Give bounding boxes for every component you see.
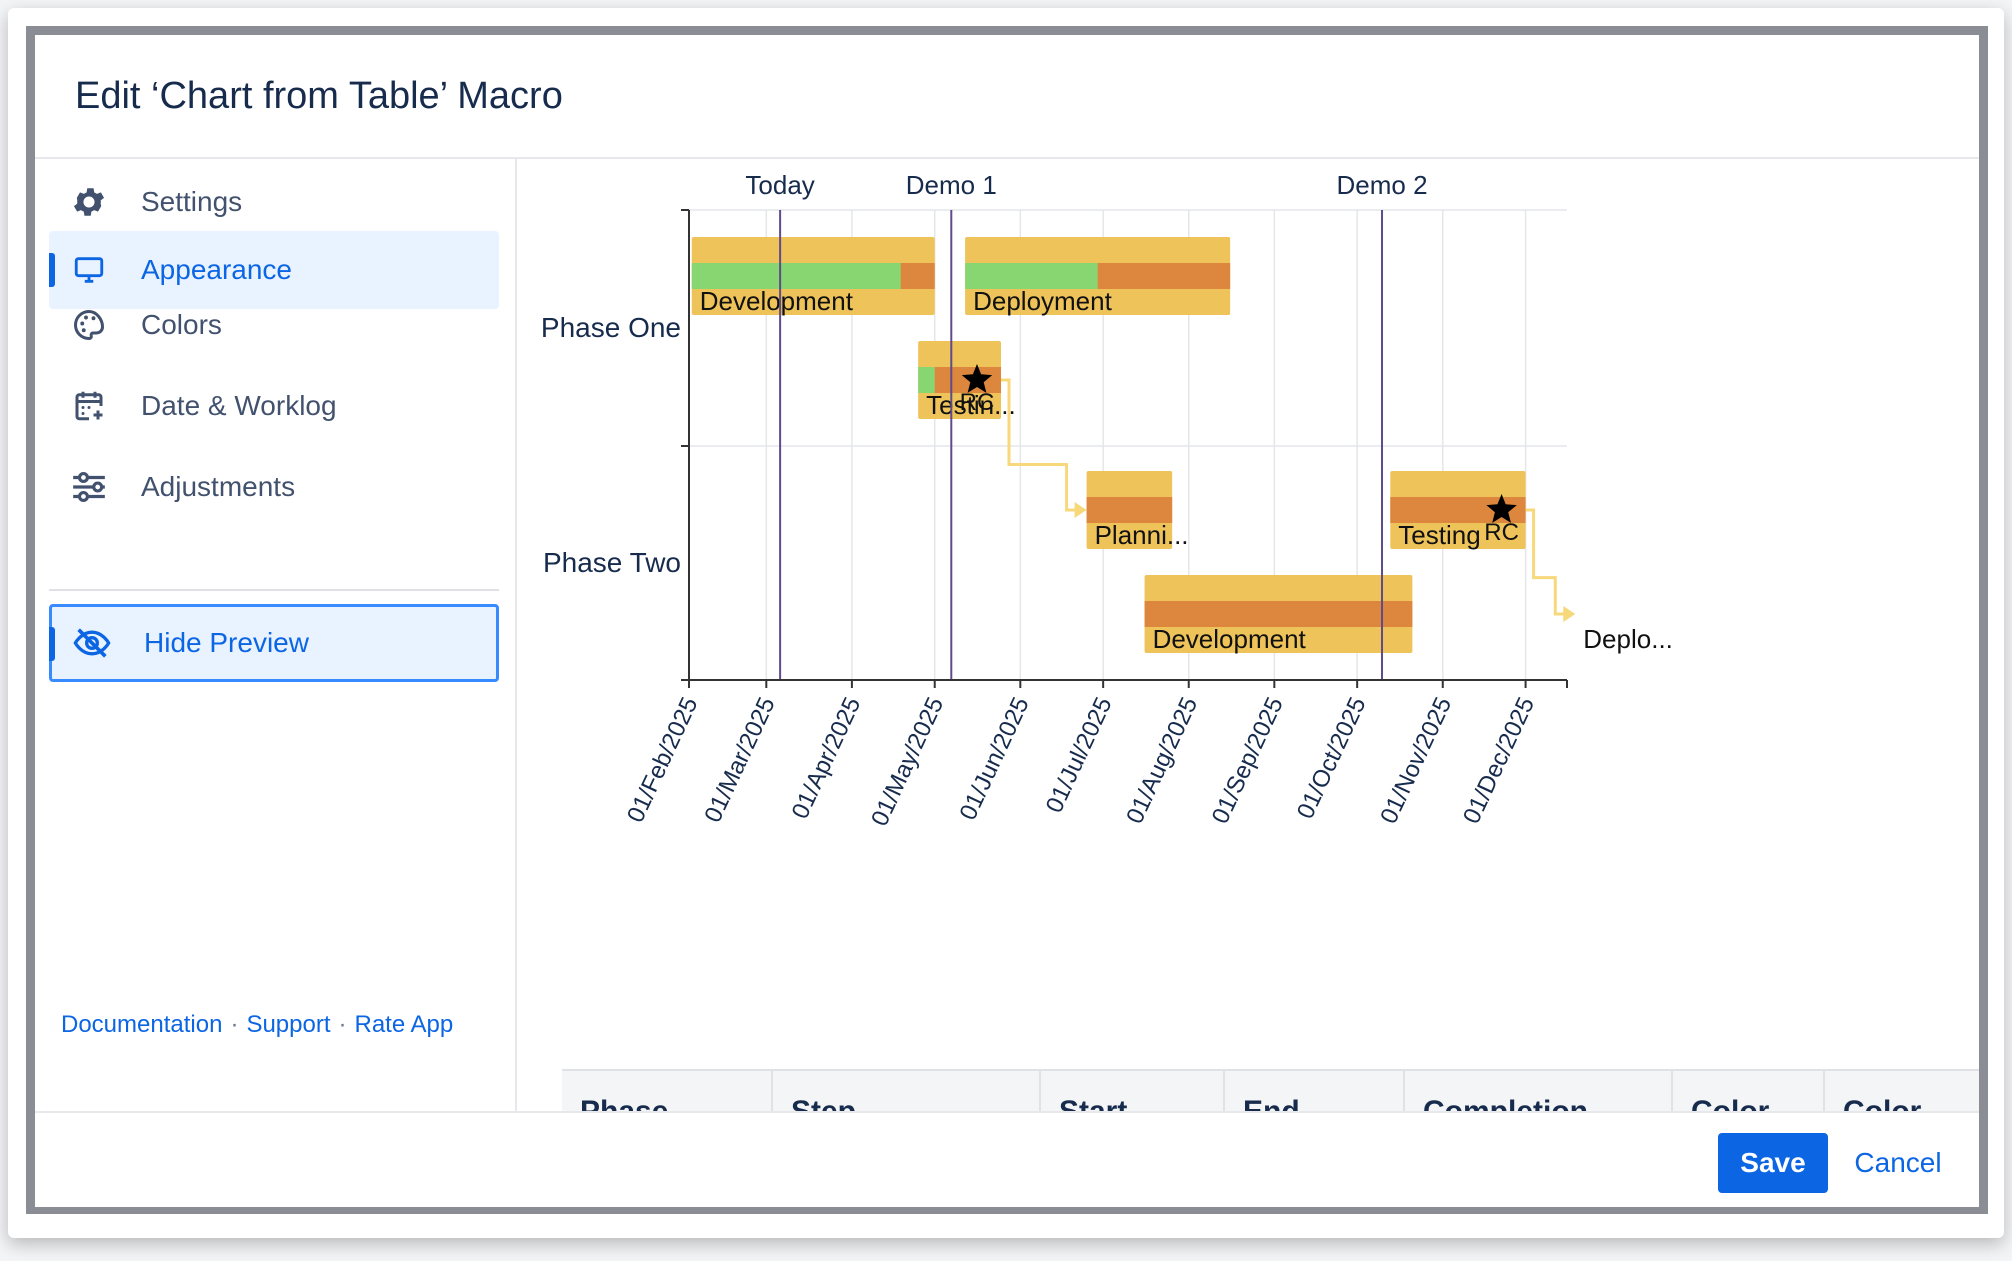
x-tick-label: 01/Jun/2025	[954, 693, 1034, 824]
dialog-title: Edit ‘Chart from Table’ Macro	[75, 75, 563, 117]
help-links: Documentation · Support · Rate App	[61, 1011, 453, 1039]
link-separator: ·	[230, 1011, 239, 1038]
gantt-bar: Testin...RC	[918, 341, 1016, 420]
sidebar-item-adjustments[interactable]: Adjustments	[49, 448, 499, 526]
milestone-star-icon	[961, 364, 993, 393]
x-tick-label: 01/Oct/2025	[1292, 693, 1372, 823]
column-header: Completion	[1404, 1070, 1673, 1111]
gantt-bar: Deployment	[965, 237, 1231, 316]
bar-label: Development	[1153, 624, 1307, 654]
progress-done	[965, 263, 1098, 289]
cancel-button[interactable]: Cancel	[1843, 1133, 1953, 1193]
gantt-bar: Deplo...	[1583, 624, 1673, 654]
bar-label: Planni...	[1095, 520, 1189, 550]
dependency-arrowhead	[1074, 502, 1087, 518]
bar-label: Deplo...	[1583, 624, 1673, 654]
macro-dialog: Edit ‘Chart from Table’ Macro Settings A…	[35, 35, 1979, 1207]
sidebar-item-date-worklog[interactable]: Date & Worklog	[49, 367, 499, 445]
settings-sidebar: Settings Appearance Colors	[35, 159, 517, 1111]
sidebar-item-label: Date & Worklog	[141, 390, 337, 421]
progress-remaining	[1097, 263, 1231, 289]
marker-label: RC	[960, 389, 995, 416]
x-tick-label: 01/Sep/2025	[1207, 693, 1289, 828]
x-tick-label: 01/May/2025	[866, 693, 949, 830]
dialog-footer: Save Cancel	[35, 1111, 1979, 1207]
support-link[interactable]: Support	[246, 1011, 331, 1038]
hide-preview-button[interactable]: Hide Preview	[49, 604, 499, 682]
milestone-label: Today	[745, 170, 814, 200]
gantt-bar: Development	[691, 237, 935, 316]
x-tick-label: 01/Feb/2025	[622, 693, 703, 827]
x-tick-label: 01/Apr/2025	[787, 693, 867, 823]
dependency-arrowhead	[1563, 606, 1576, 622]
column-header: Step	[772, 1070, 1041, 1111]
eye-off-icon	[72, 623, 112, 663]
table-header-row: Phase Step Start End Completion Color Co…	[562, 1070, 1979, 1111]
rate-app-link[interactable]: Rate App	[354, 1011, 454, 1038]
gear-icon	[69, 182, 109, 222]
x-tick-label: 01/Dec/2025	[1458, 693, 1540, 828]
column-header: Color	[1672, 1070, 1825, 1111]
milestone-label: Demo 2	[1336, 170, 1427, 200]
x-tick-label: 01/Mar/2025	[699, 693, 780, 827]
sidebar-item-settings[interactable]: Settings	[49, 163, 499, 241]
sidebar-item-label: Appearance	[141, 254, 293, 285]
hide-preview-label: Hide Preview	[144, 627, 309, 658]
sidebar-item-label: Settings	[141, 186, 243, 217]
progress-remaining	[900, 263, 935, 289]
bar-label: Testing	[1398, 520, 1480, 550]
column-header: Color -	[1824, 1070, 1979, 1111]
dependency-arrow	[1525, 508, 1566, 616]
progress-done	[918, 367, 935, 393]
dependency-arrow	[1000, 378, 1077, 512]
palette-icon	[69, 305, 109, 345]
y-axis-label: Phase One	[541, 312, 681, 343]
column-header: Start	[1040, 1070, 1225, 1111]
documentation-link[interactable]: Documentation	[61, 1011, 223, 1038]
data-table: Phase Step Start End Completion Color Co…	[562, 1069, 1979, 1111]
marker-label: RC	[1484, 519, 1519, 546]
gantt-bar: Development	[1144, 575, 1413, 654]
sliders-icon	[69, 467, 109, 507]
x-tick-label: 01/Aug/2025	[1121, 693, 1203, 828]
bar-label: Testin...	[926, 390, 1016, 420]
dialog-header: Edit ‘Chart from Table’ Macro	[35, 35, 1979, 159]
sidebar-item-appearance[interactable]: Appearance	[49, 231, 499, 309]
monitor-icon	[69, 250, 109, 290]
x-tick-label: 01/Jul/2025	[1041, 693, 1118, 817]
save-button[interactable]: Save	[1718, 1133, 1828, 1193]
link-separator: ·	[338, 1011, 347, 1038]
milestone-label: Demo 1	[906, 170, 997, 200]
gantt-bar: Planni...	[1086, 471, 1189, 550]
progress-remaining	[1144, 601, 1413, 627]
y-axis-label: Phase Two	[543, 547, 681, 578]
bar-label: Development	[700, 286, 854, 316]
column-header: End	[1224, 1070, 1405, 1111]
milestone-star-icon	[1486, 494, 1517, 523]
sidebar-divider	[49, 589, 499, 591]
sidebar-item-colors[interactable]: Colors	[49, 286, 499, 364]
progress-remaining	[1086, 497, 1173, 523]
bar-label: Deployment	[973, 286, 1113, 316]
column-header: Phase	[562, 1070, 773, 1111]
sidebar-item-label: Colors	[141, 309, 222, 340]
sidebar-item-label: Adjustments	[141, 471, 296, 502]
x-tick-label: 01/Nov/2025	[1375, 693, 1457, 828]
calendar-plus-icon	[69, 386, 109, 426]
progress-done	[691, 263, 901, 289]
